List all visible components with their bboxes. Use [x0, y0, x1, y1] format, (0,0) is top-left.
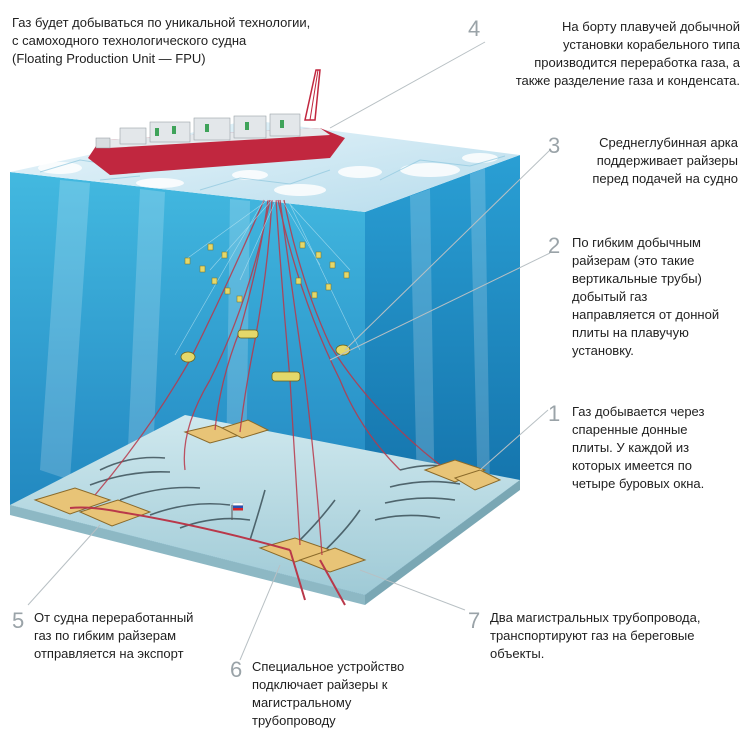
seabed-template-right: [423, 459, 502, 491]
trunk-pipelines: [69, 506, 346, 606]
seabed-flowlines: [89, 456, 461, 556]
callout-7-number: 7: [468, 608, 481, 633]
callout-4-number: 4: [468, 16, 481, 41]
riser-connection-device: [258, 537, 367, 573]
callout-4-text: На борту плавучей добычной установки кор…: [515, 19, 740, 88]
callout-1: Газ добывается через спаренные донные пл…: [572, 403, 742, 493]
buoyancy-modules: [184, 241, 350, 303]
callout-7-text: Два магистральных трубопровода, транспор…: [490, 610, 701, 661]
ice-surface: [10, 120, 520, 212]
callout-1-number: 1: [548, 401, 561, 426]
callout-5-text: От судна переработанный газ по гибким ра…: [34, 610, 194, 661]
seabed-template-left: [33, 487, 152, 527]
callout-6-number: 6: [230, 657, 243, 682]
callout-3: Среднеглубинная арка поддерживает райзер…: [568, 134, 738, 188]
intro-caption: Газ будет добываться по уникальной техно…: [12, 14, 342, 68]
callout-2: По гибким добычным райзерам (это такие в…: [572, 234, 742, 360]
seabed-front-edge: [10, 505, 365, 605]
callout-6-text: Специальное устройство подключает райзер…: [252, 659, 405, 728]
russia-flag-marker: [231, 502, 244, 520]
seabed-side-edge: [365, 480, 520, 605]
intro-caption-text: Газ будет добываться по уникальной техно…: [12, 15, 311, 66]
callout-7: Два магистральных трубопровода, транспор…: [490, 609, 745, 663]
seabed-template-center: [183, 419, 270, 444]
callout-2-number: 2: [548, 233, 561, 258]
callout-2-text: По гибким добычным райзерам (это такие в…: [572, 235, 720, 358]
seabed-top: [10, 415, 520, 595]
callout-3-text: Среднеглубинная арка поддерживает райзер…: [592, 135, 738, 186]
fpu-vessel: [88, 69, 345, 175]
riser-guide-lines: [174, 199, 361, 356]
callout-leader-lines: [27, 41, 551, 661]
callout-3-number: 3: [548, 133, 561, 158]
callout-1-text: Газ добывается через спаренные донные пл…: [572, 404, 705, 491]
callout-5: От судна переработанный газ по гибким ра…: [34, 609, 234, 663]
callout-5-number: 5: [12, 608, 25, 633]
callout-4: На борту плавучей добычной установки кор…: [490, 18, 740, 90]
callout-6: Специальное устройство подключает райзер…: [252, 658, 452, 730]
